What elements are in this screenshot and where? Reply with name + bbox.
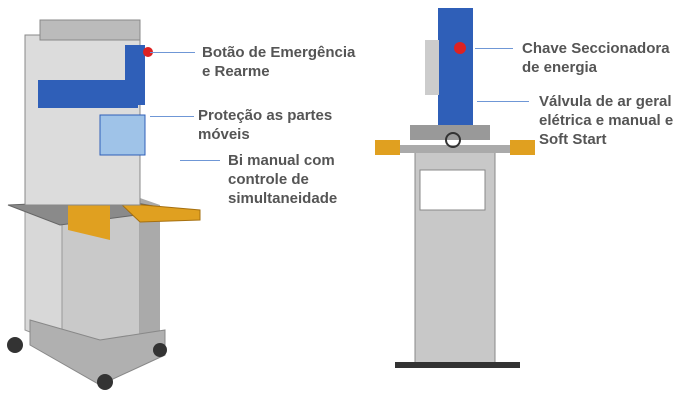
protection-label: Proteção as partes móveis (198, 107, 333, 143)
valve-leader-line (477, 101, 529, 102)
right-machine (375, 8, 535, 368)
disconnect-switch-label: Chave Seccionadora de energia (522, 40, 670, 76)
protection-leader-line (150, 116, 194, 117)
emergency-button-label: Botão de Emergência e Rearme (202, 44, 356, 80)
bimanual-label: Bi manual com controle de simultaneidade (228, 152, 338, 207)
air-valve-label: Válvula de ar geral elétrica e manual e … (539, 93, 674, 148)
emergency-leader-line (150, 52, 195, 53)
switch-leader-line (475, 48, 513, 49)
bimanual-leader-line (180, 160, 220, 161)
left-machine (7, 19, 201, 390)
